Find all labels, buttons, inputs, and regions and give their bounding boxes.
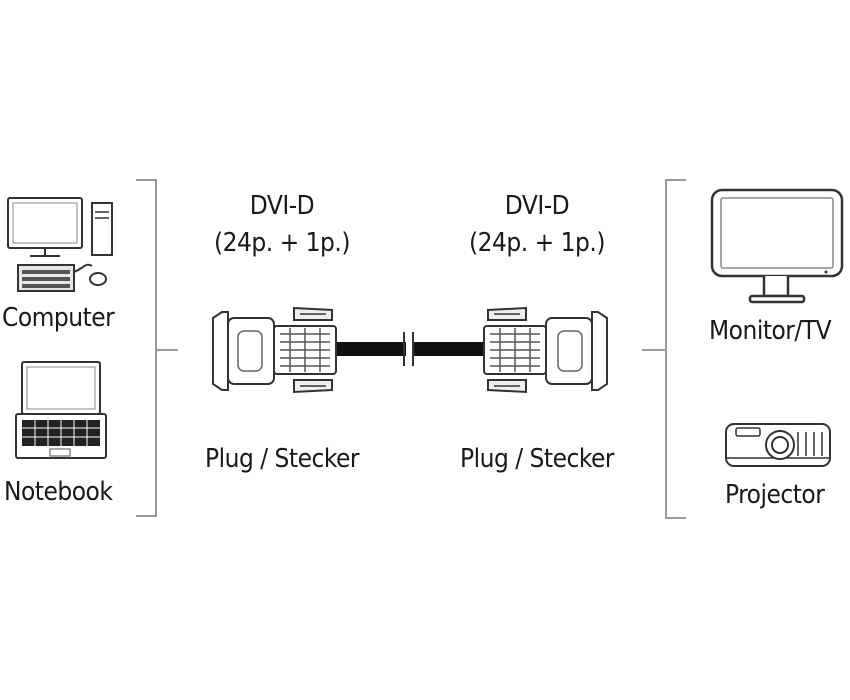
dvi-plug-left: [212, 306, 337, 394]
left-connector-gender: Plug / Stecker: [205, 444, 359, 474]
notebook-label: Notebook: [4, 477, 113, 507]
projector-icon: [725, 423, 831, 467]
left-connector-type: DVI-D: [249, 191, 315, 221]
projector-label: Projector: [725, 480, 825, 510]
dvi-plug-right: [483, 306, 608, 394]
computer-icon: [7, 197, 113, 292]
monitor-icon: [710, 188, 844, 304]
computer-label: Computer: [2, 303, 115, 333]
right-connector-pins: (24p. + 1p.): [469, 228, 605, 258]
notebook-icon: [15, 361, 107, 459]
left-connector-pins: (24p. + 1p.): [214, 228, 350, 258]
right-connector-gender: Plug / Stecker: [460, 444, 614, 474]
left-bracket: [136, 179, 178, 517]
right-connector-type: DVI-D: [504, 191, 570, 221]
monitor-label: Monitor/TV: [709, 316, 832, 346]
right-bracket: [642, 179, 686, 519]
cable: [336, 332, 486, 366]
